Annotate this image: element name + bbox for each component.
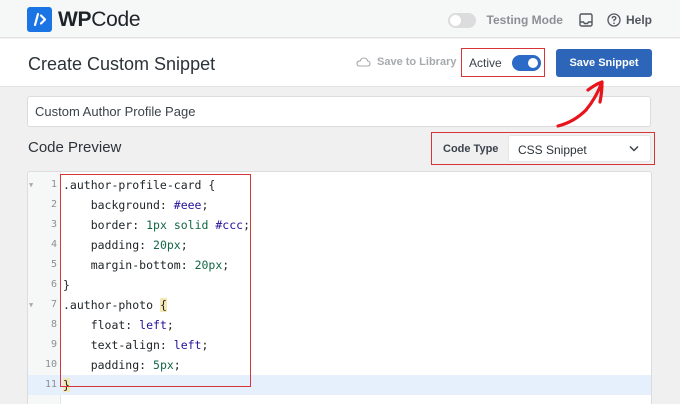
code-text: background: #eee; [63,198,209,212]
logo-text: WPCode [58,7,141,32]
snippet-title-input[interactable] [27,96,651,127]
line-number: 6 [50,279,57,290]
code-line-active: 11 } [28,375,651,395]
testing-mode-label: Testing Mode [486,13,563,27]
line-number: 1 [50,179,57,190]
chevron-down-icon [629,145,639,152]
code-text: padding: 20px; [63,238,188,252]
save-snippet-button[interactable]: Save Snippet [556,49,652,77]
code-text: text-align: left; [63,338,209,352]
inbox-icon[interactable] [579,13,593,27]
line-number: 8 [50,319,57,330]
wpcode-logo[interactable]: WPCode [27,7,141,32]
logo-text-regular: Code [91,7,141,31]
active-toggle[interactable] [512,55,541,71]
code-preview-label: Code Preview [28,139,122,156]
logo-text-bold: WP [58,7,92,31]
page-header: Create Custom Snippet Save to Library Ac… [0,39,680,87]
code-type-group: Code Type CSS Snippet [431,132,655,165]
help-icon [607,13,621,27]
code-text: padding: 5px; [63,358,181,372]
fold-arrow-icon[interactable]: ▼ [29,181,34,189]
line-number: 7 [50,299,57,310]
code-text: border: 1px solid #ccc; [63,218,251,232]
cloud-icon [356,57,371,67]
active-toggle-group: Active [461,48,545,77]
code-logo-icon [27,7,52,32]
line-number: 3 [50,219,57,230]
code-line: 8 float: left; [28,315,651,335]
help-label: Help [625,13,652,27]
code-line: 6 } [28,275,651,295]
line-number: 5 [50,259,57,270]
save-to-library-button[interactable]: Save to Library [356,56,456,68]
code-line: 5 margin-bottom: 20px; [28,255,651,275]
line-number: 4 [50,239,57,250]
code-text: } [63,278,70,292]
code-type-label: Code Type [443,143,499,155]
fold-arrow-icon[interactable]: ▼ [29,301,34,309]
code-line: 3 border: 1px solid #ccc; [28,215,651,235]
code-type-value: CSS Snippet [518,143,587,157]
code-text: margin-bottom: 20px; [63,258,230,272]
code-text: } [63,378,70,392]
line-number: 2 [50,199,57,210]
code-type-select[interactable]: CSS Snippet [508,135,651,162]
save-to-library-label: Save to Library [377,56,457,68]
active-label: Active [469,55,502,70]
line-number: 9 [50,339,57,350]
page-title: Create Custom Snippet [28,54,216,74]
code-text: float: left; [63,318,174,332]
help-link[interactable]: Help [607,13,652,27]
code-line: ▼ 1 .author-profile-card { [28,175,651,195]
code-text: .author-profile-card { [63,178,216,192]
code-line: 10 padding: 5px; [28,355,651,375]
code-line: 4 padding: 20px; [28,235,651,255]
testing-mode-toggle[interactable] [447,12,476,28]
code-line: ▼ 7 .author-photo { [28,295,651,315]
code-line: 2 background: #eee; [28,195,651,215]
code-line: 9 text-align: left; [28,335,651,355]
code-text: .author-photo { [63,298,167,312]
line-number: 10 [44,359,57,370]
top-bar: WPCode Testing Mode Help [0,0,680,38]
line-number: 11 [44,379,57,390]
code-editor[interactable]: ▼ 1 .author-profile-card { 2 background:… [27,171,652,404]
